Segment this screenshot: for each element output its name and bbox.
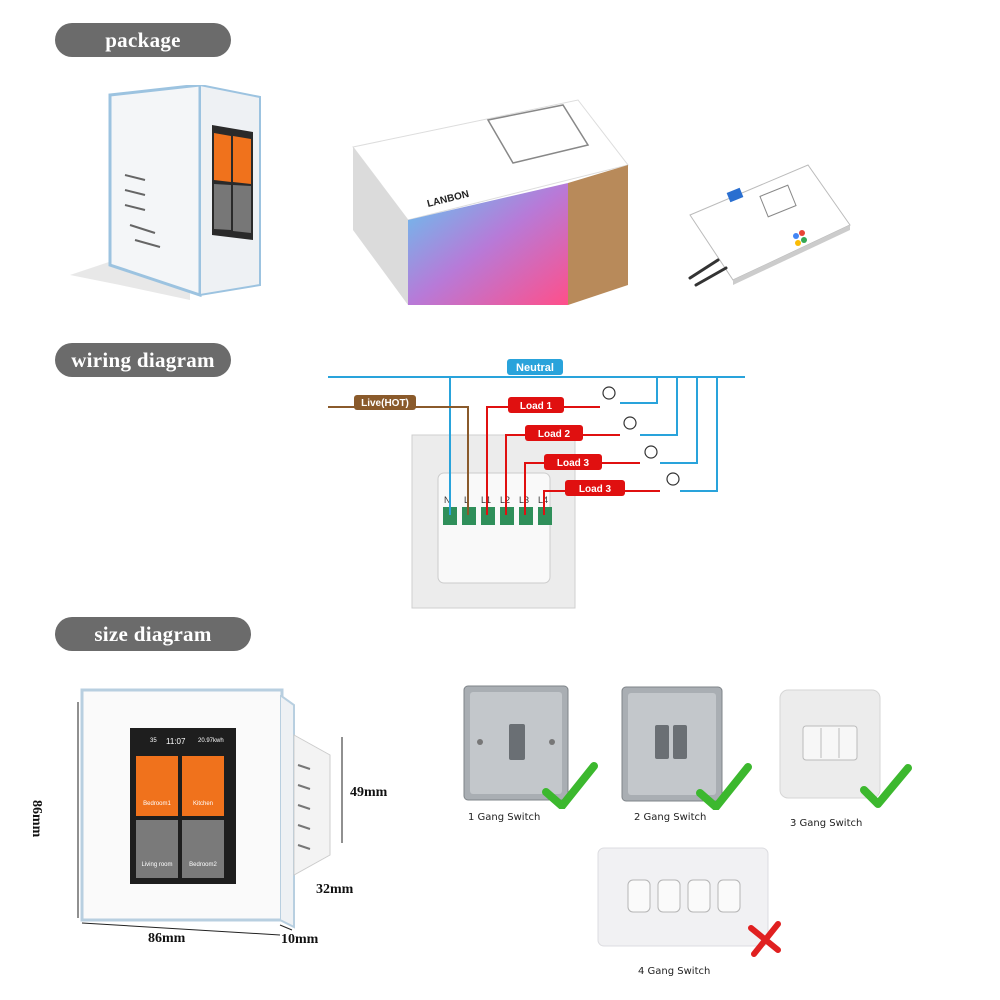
live-label: Live(HOT) bbox=[361, 398, 409, 409]
load-label-2: Load 2 bbox=[538, 429, 571, 440]
dim-width: 86mm bbox=[148, 931, 186, 946]
package-manual-image bbox=[688, 164, 851, 287]
device-side-view bbox=[280, 695, 343, 929]
package-switch-image bbox=[70, 85, 261, 300]
tile-label-bedroom2: Bedroom2 bbox=[189, 862, 217, 868]
terminals bbox=[443, 507, 552, 525]
terminal-block bbox=[437, 472, 551, 584]
load-label-1: Load 1 bbox=[520, 401, 553, 412]
neutral-label: Neutral bbox=[516, 362, 554, 374]
dim-height: 86mm bbox=[29, 800, 44, 838]
tile-label-living-room: Living room bbox=[141, 862, 172, 868]
switch-3-gang-label: 3 Gang Switch bbox=[790, 818, 863, 829]
switch-1-gang-image bbox=[463, 685, 598, 809]
terminal-label-l: L bbox=[464, 495, 469, 505]
load-label-4: Load 3 bbox=[579, 484, 612, 495]
tile-label-kitchen: Kitchen bbox=[193, 801, 213, 807]
switch-2-gang-label: 2 Gang Switch bbox=[634, 812, 707, 823]
switch-1-gang-label: 1 Gang Switch bbox=[468, 812, 541, 823]
bulb-icons bbox=[602, 386, 680, 486]
wiring-diagram: N L L1 L2 L3 L4 Neutral Live(HOT) Load 1… bbox=[328, 359, 745, 609]
dim-thickness: 10mm bbox=[281, 932, 319, 947]
section-title-size: size diagram bbox=[55, 617, 251, 651]
switch-3-gang-image bbox=[779, 689, 912, 808]
check-icon bbox=[860, 764, 912, 808]
terminal-label-n: N bbox=[444, 495, 451, 505]
neutral-wire bbox=[328, 376, 745, 515]
section-title-package: package bbox=[55, 23, 231, 57]
switch-2-gang-image bbox=[621, 686, 752, 810]
tile-label-bedroom1: Bedroom1 bbox=[143, 801, 171, 807]
cross-icon bbox=[748, 921, 781, 957]
device-front-panel: 11:07 20.97kwh 35 Bedroom1 Kitchen Livin… bbox=[80, 688, 284, 922]
dimension-lines bbox=[77, 702, 293, 936]
package-box-image: LANBON bbox=[352, 99, 629, 305]
section-title-wiring: wiring diagram bbox=[55, 343, 231, 377]
device-time: 11:07 bbox=[166, 737, 186, 746]
check-icon bbox=[696, 763, 752, 810]
device-energy: 20.97kwh bbox=[198, 738, 224, 744]
check-icon bbox=[542, 762, 598, 809]
load-label-3: Load 3 bbox=[557, 458, 590, 469]
switch-4-gang-label: 4 Gang Switch bbox=[638, 966, 711, 977]
switch-4-gang-image bbox=[597, 847, 781, 957]
dim-depth-back: 49mm bbox=[350, 785, 388, 800]
dim-depth-side: 32mm bbox=[316, 882, 354, 897]
device-temp: 35 bbox=[150, 738, 157, 744]
